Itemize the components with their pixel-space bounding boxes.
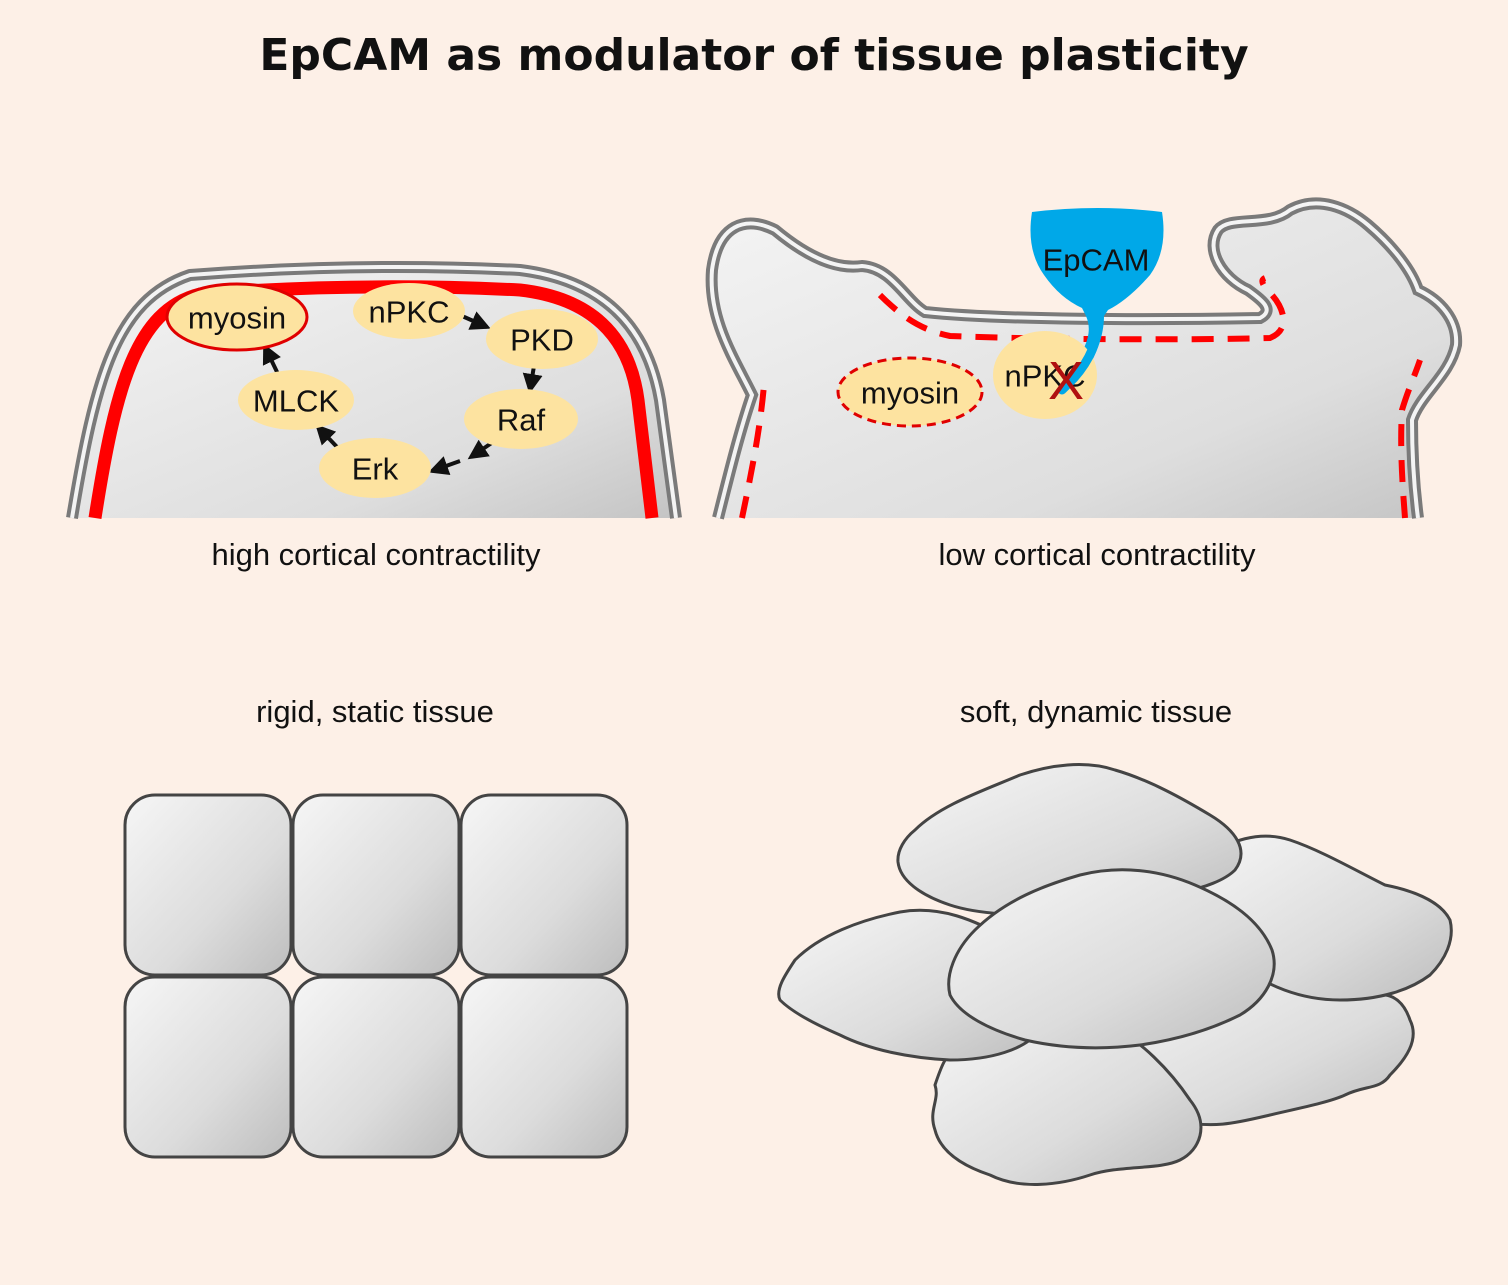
node-myosin-label: myosin [188, 301, 286, 336]
node-raf: Raf [464, 389, 578, 449]
node-pkd: PKD [486, 309, 598, 369]
rigid-cell [291, 975, 461, 1159]
inhibition-mark: X [1048, 351, 1084, 411]
caption-low-contractility: low cortical contractility [938, 537, 1256, 572]
figure-title: EpCAM as modulator of tissue plasticity [259, 30, 1249, 81]
rigid-cell [291, 793, 461, 977]
arrow-npkc-pkd [461, 311, 491, 330]
caption-rigid-tissue: rigid, static tissue [256, 694, 494, 729]
node-erk: Erk [319, 438, 431, 498]
arrow-erk-erk [428, 456, 461, 476]
rigid-cell [123, 793, 293, 977]
soft-tissue [777, 763, 1453, 1186]
cortex-line [88, 280, 659, 520]
arrow-mlck-myosin [262, 343, 281, 375]
epcam-tail-overlay [1057, 315, 1103, 395]
node-npkc-low: nPKC X [993, 315, 1103, 419]
node-myosin-low: myosin [836, 356, 984, 428]
epcam-label: EpCAM [1043, 243, 1150, 278]
arrow-pkd-raf [522, 365, 543, 394]
epcam-protein: EpCAM [1030, 208, 1164, 390]
rigid-cell [459, 793, 629, 977]
node-myosin: myosin [165, 282, 309, 352]
rigid-cell [459, 975, 629, 1159]
node-npkc-label: nPKC [369, 295, 450, 330]
caption-soft-tissue: soft, dynamic tissue [959, 694, 1233, 729]
node-mlck: MLCK [238, 370, 354, 430]
membrane-low-inner [709, 201, 1459, 519]
node-raf-label: Raf [497, 403, 546, 438]
node-erk-label: Erk [352, 452, 399, 487]
node-myosin-low-label: myosin [861, 376, 959, 411]
arrow-erk-mlck [315, 424, 339, 449]
caption-high-contractility: high cortical contractility [211, 537, 541, 572]
dashed-cortex [739, 275, 1423, 519]
soft-cell [947, 868, 1276, 1050]
rigid-cell [123, 975, 293, 1159]
membrane-inner [70, 264, 678, 519]
node-npkc-high: nPKC [353, 283, 465, 339]
node-pkd-label: PKD [510, 323, 574, 358]
rigid-tissue [123, 793, 629, 1159]
node-mlck-label: MLCK [253, 384, 339, 419]
